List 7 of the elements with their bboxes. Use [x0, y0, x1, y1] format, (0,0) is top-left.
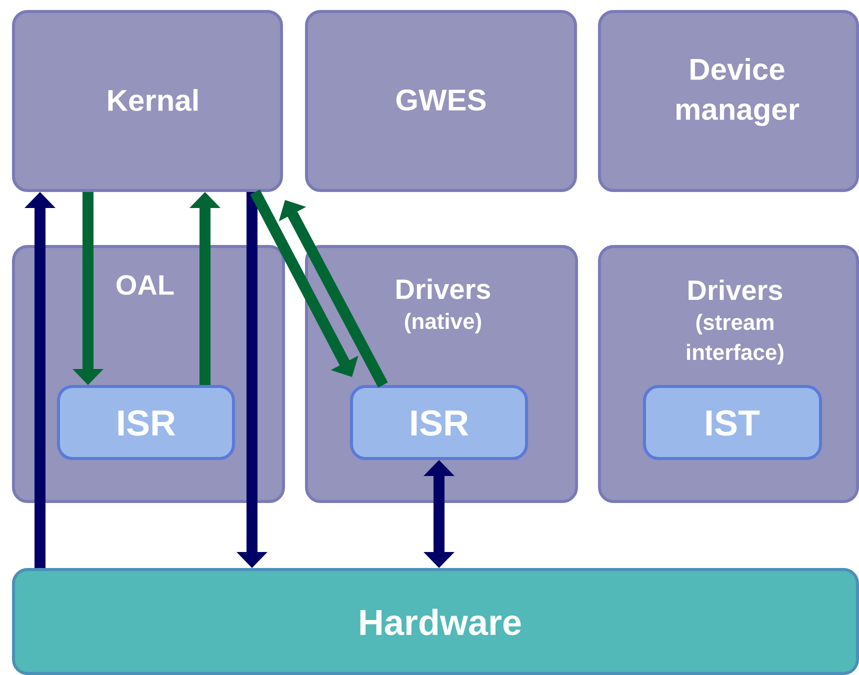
routine-box: ISR [57, 385, 235, 460]
routine-box: IST [643, 385, 822, 460]
routine-box: ISR [350, 385, 528, 460]
hardware-bar: Hardware [12, 568, 859, 675]
component-box: Device manager [598, 10, 859, 192]
component-box: GWES [305, 10, 577, 192]
component-box: Kernal [12, 10, 283, 192]
